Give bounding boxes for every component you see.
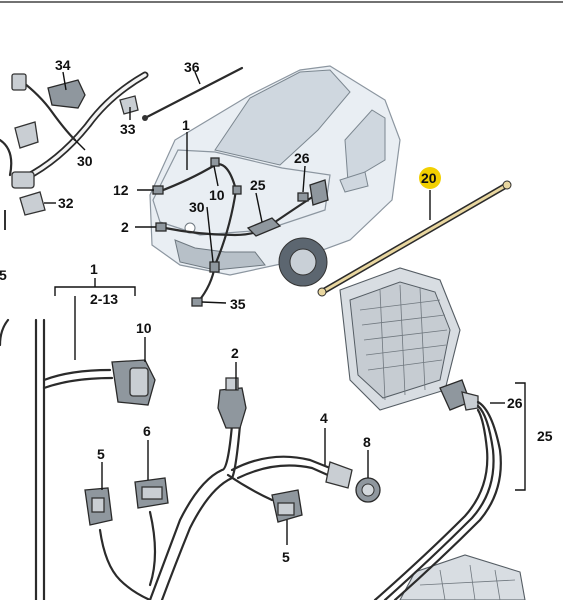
label-4: 4	[320, 410, 328, 426]
label-5-edge: 5	[0, 267, 7, 283]
label-20: 20	[421, 170, 437, 186]
label-30-top: 30	[77, 153, 93, 169]
harness-25-with-connector-26	[373, 379, 502, 600]
label-5-center: 5	[282, 549, 290, 565]
label-2-car: 2	[121, 219, 129, 235]
ground-strap-20	[317, 180, 512, 297]
label-26-right: 26	[507, 395, 523, 411]
highlight-20	[419, 167, 441, 189]
leader-lines	[44, 71, 526, 545]
label-2-harness: 2	[231, 345, 239, 361]
label-32: 32	[58, 195, 74, 211]
label-36: 36	[184, 59, 200, 75]
main-harness-left	[0, 318, 114, 600]
fuse-box-relay-carrier	[339, 267, 461, 411]
top-left-components	[0, 66, 244, 230]
label-25-right: 25	[537, 428, 553, 444]
car-illustration	[149, 65, 401, 307]
label-8: 8	[363, 434, 371, 450]
connectors-5-6-lower-left	[84, 477, 169, 600]
lower-fuse-box	[399, 554, 526, 600]
label-35: 35	[230, 296, 246, 312]
label-6: 6	[143, 423, 151, 439]
label-25-car: 25	[250, 177, 266, 193]
label-10-car: 10	[209, 187, 225, 203]
label-12: 12	[113, 182, 129, 198]
label-10-harness: 10	[136, 320, 152, 336]
label-26-car: 26	[294, 150, 310, 166]
connector-10	[111, 359, 156, 406]
label-33: 33	[120, 121, 136, 137]
label-1-harness: 1	[90, 261, 98, 277]
label-5-left: 5	[97, 446, 105, 462]
harness-center	[148, 377, 381, 600]
label-2-13: 2-13	[90, 291, 118, 307]
callout-labels: 34 36 33 1 30 26 12 10 25 20 32 2 30 5 1…	[0, 57, 553, 565]
label-34: 34	[55, 57, 71, 73]
label-30-car: 30	[189, 199, 205, 215]
label-1-car: 1	[182, 117, 190, 133]
